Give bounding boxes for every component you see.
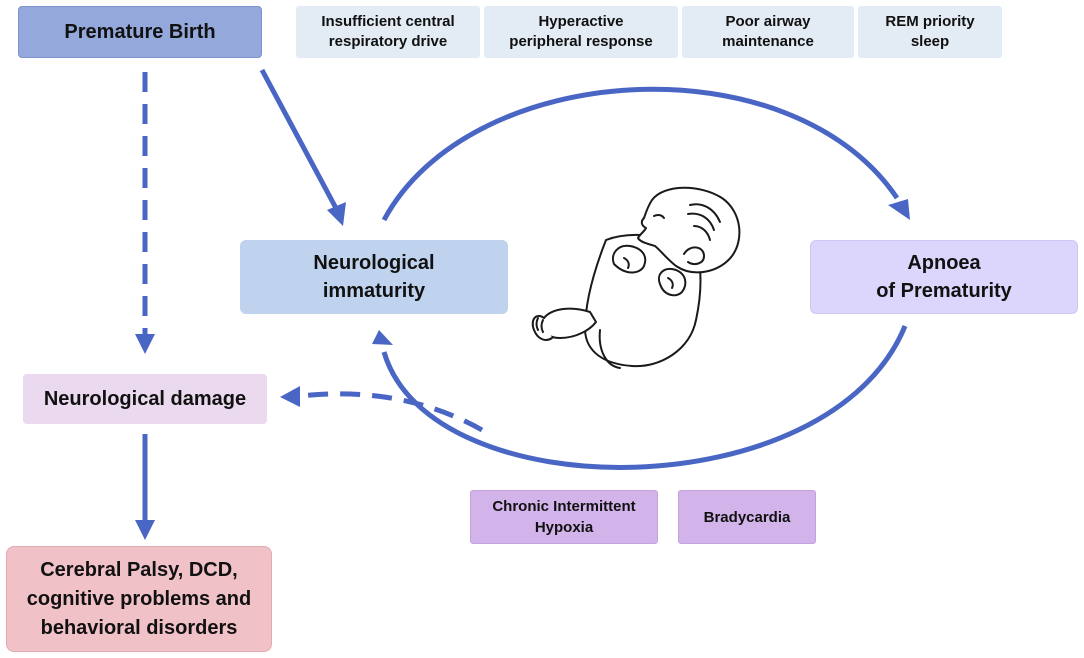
consequence-label: Bradycardia: [703, 508, 791, 526]
factor-label: Hyperactive peripheral response: [509, 13, 653, 50]
factor-airway-maintenance: Poor airway maintenance: [682, 6, 854, 58]
neurological-immaturity-box: Neurological immaturity: [240, 240, 508, 314]
factor-respiratory-drive: Insufficient central respiratory drive: [296, 6, 480, 58]
premature-birth-label: Premature Birth: [64, 20, 216, 43]
consequence-label: Chronic Intermittent Hypoxia: [492, 498, 636, 536]
arrow-damage-to-outcomes: [135, 434, 155, 540]
neurological-immaturity-label: Neurological immaturity: [313, 252, 435, 302]
apnoea-box: Apnoea of Prematurity: [810, 240, 1078, 314]
factor-label: Poor airway maintenance: [722, 13, 814, 50]
factor-label: Insufficient central respiratory drive: [321, 13, 455, 50]
apnoea-label: Apnoea of Prematurity: [876, 252, 1012, 302]
neurological-damage-box: Neurological damage: [23, 374, 267, 424]
arrow-birth-to-immaturity: [259, 68, 346, 226]
arrow-apnoea-to-immaturity: [372, 325, 908, 470]
consequence-hypoxia: Chronic Intermittent Hypoxia: [470, 490, 658, 544]
outcomes-box: Cerebral Palsy, DCD, cognitive problems …: [6, 546, 272, 652]
premature-birth-box: Premature Birth: [18, 6, 262, 58]
factor-label: REM priority sleep: [885, 13, 975, 50]
infant-illustration: [531, 186, 741, 369]
arrow-hypoxia-to-damage: [280, 386, 484, 433]
factor-rem-sleep: REM priority sleep: [858, 6, 1002, 58]
neurological-damage-label: Neurological damage: [43, 387, 247, 410]
arrow-immaturity-to-apnoea: [381, 86, 910, 222]
consequence-bradycardia: Bradycardia: [678, 490, 816, 544]
arrow-birth-to-damage: [135, 72, 155, 354]
outcomes-label: Cerebral Palsy, DCD, cognitive problems …: [26, 558, 252, 639]
factor-peripheral-response: Hyperactive peripheral response: [484, 6, 678, 58]
